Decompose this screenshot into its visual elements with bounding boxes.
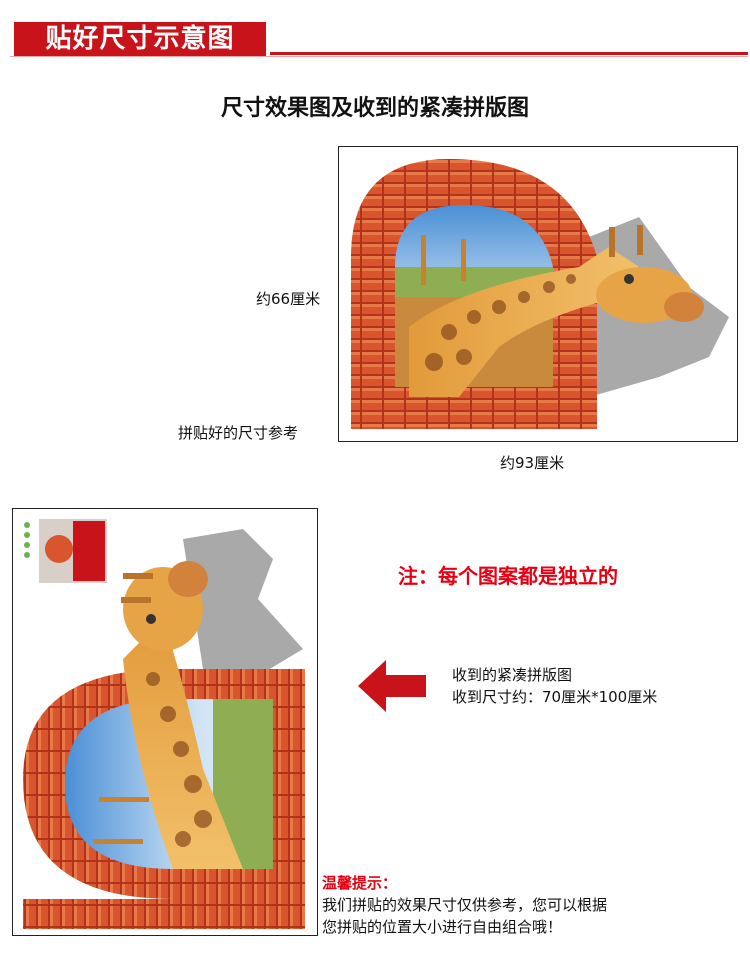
compact-sticker-illustration [23,519,305,929]
header-band [14,22,266,56]
section-title: 尺寸效果图及收到的紧凑拼版图 [220,96,529,121]
independent-pattern-note: 注：每个图案都是独立的 [398,564,618,588]
height-label: 约66厘米 [256,290,321,308]
header-rule [270,52,748,55]
tips-title: 温馨提示： [322,874,398,892]
width-label: 约93厘米 [500,454,565,472]
header-rule-thin [10,56,748,57]
arrow-left-icon [358,660,426,712]
tips-line-2: 您拼贴的位置大小进行自由组合哦！ [322,918,563,936]
header-title: 贴好尺寸示意图 [45,24,235,54]
giraffe-window-illustration [351,159,729,429]
tips-line-1: 我们拼贴的效果尺寸仅供参考，您可以根据 [322,896,608,914]
assembled-sticker-image [338,146,738,442]
compact-layout-image [12,508,318,936]
reference-label: 拼贴好的尺寸参考 [178,424,299,442]
received-layout-label: 收到的紧凑拼版图 [452,666,573,684]
received-size-label: 收到尺寸约：70厘米*100厘米 [452,688,658,706]
